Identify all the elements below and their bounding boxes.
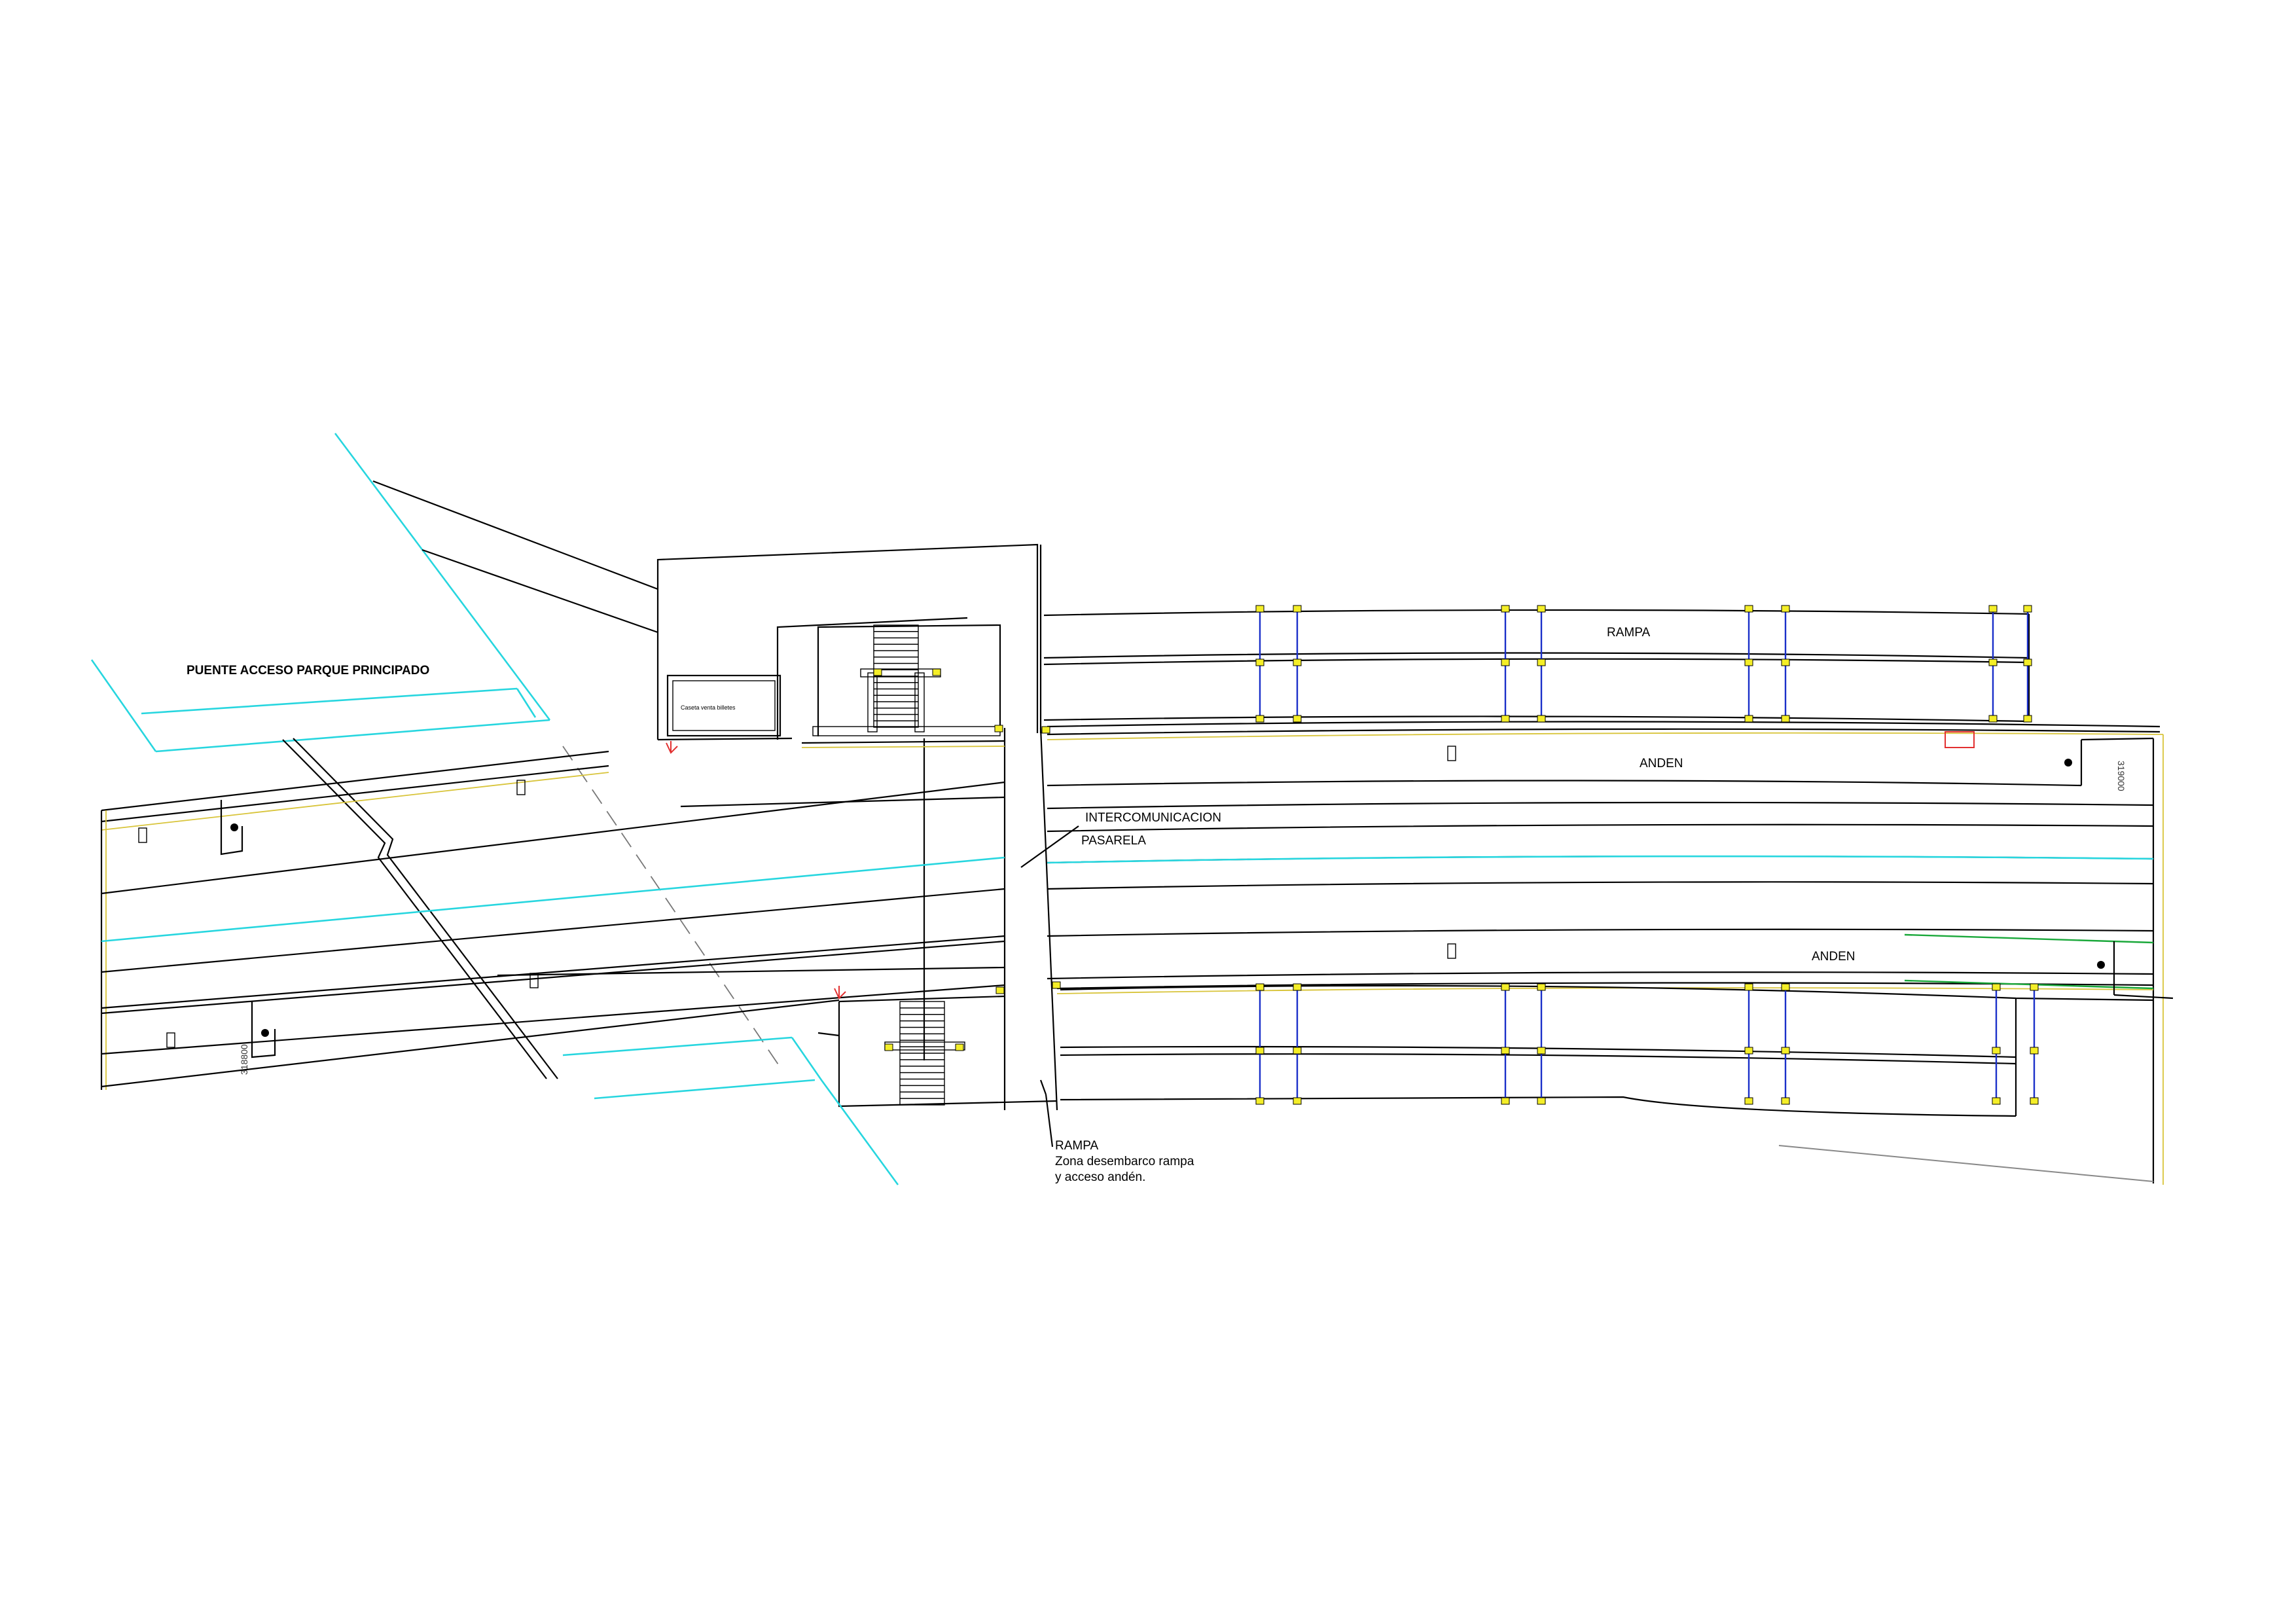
post-marker <box>1744 1047 1753 1055</box>
post-marker <box>1501 1097 1510 1105</box>
post-marker <box>1501 1047 1510 1055</box>
post-marker <box>1988 659 1998 666</box>
post-marker <box>1988 605 1998 613</box>
chainage-left: 318800 <box>239 1044 249 1075</box>
marker-dot-2 <box>261 1029 269 1037</box>
post-marker <box>1781 605 1790 613</box>
leader-ramp-2 <box>1045 1094 1054 1147</box>
post-marker <box>1992 1097 2001 1105</box>
post-marker <box>1537 605 1546 613</box>
ramp-top <box>1043 605 2032 723</box>
leader-ramp <box>1039 1079 1047 1095</box>
post-marker <box>1255 659 1265 666</box>
platform-north-label: ANDEN <box>1640 757 1683 770</box>
post-marker <box>2030 1097 2039 1105</box>
stair-bottom <box>899 1001 945 1106</box>
post-marker <box>1255 1097 1265 1105</box>
post-marker <box>1293 1097 1302 1105</box>
stair-top <box>873 624 919 728</box>
post-marker <box>2030 983 2039 991</box>
marker-dot-3 <box>2064 759 2072 767</box>
ramp-note-line2: y acceso andén. <box>1055 1170 1145 1184</box>
post-marker <box>1537 715 1546 723</box>
interconnection-label: INTERCOMUNICACION <box>1085 811 1221 825</box>
diagonal-road <box>282 738 783 1079</box>
post-marker <box>2023 605 2032 613</box>
access-arrow-top <box>666 741 678 754</box>
station-building <box>656 543 1039 741</box>
post-marker <box>1293 983 1302 991</box>
post-marker <box>1255 715 1265 723</box>
post-marker <box>1293 605 1302 613</box>
red-marker-box <box>1945 731 1975 748</box>
ramp-note-line1: Zona desembarco rampa <box>1055 1155 1194 1168</box>
signal-west-4 <box>166 1032 175 1048</box>
chainage-right: 319000 <box>2116 761 2126 791</box>
post-marker <box>1744 983 1753 991</box>
signal-east-2 <box>1447 943 1456 959</box>
ticket-booth-label: Caseta venta billetes <box>681 704 736 711</box>
ramp-top-label: RAMPA <box>1607 626 1650 640</box>
post-marker <box>1501 983 1510 991</box>
post-marker <box>1255 983 1265 991</box>
post-marker <box>1537 659 1546 666</box>
post-marker <box>1781 1097 1790 1105</box>
post-marker <box>1501 715 1510 723</box>
post-marker <box>1501 605 1510 613</box>
post-marker <box>1744 715 1753 723</box>
post-marker <box>1781 659 1790 666</box>
tracks-west <box>100 740 1005 1185</box>
tracks-east <box>1047 721 2174 1185</box>
signal-west-3 <box>529 973 539 988</box>
post-marker <box>1537 983 1546 991</box>
post-marker <box>1781 983 1790 991</box>
footbridge-label: PASARELA <box>1081 834 1146 848</box>
post-marker <box>1537 1047 1546 1055</box>
bridge-label: PUENTE ACCESO PARQUE PRINCIPADO <box>187 664 429 677</box>
post-marker <box>1744 605 1753 613</box>
post-marker <box>1992 983 2001 991</box>
platform-south-label: ANDEN <box>1812 950 1856 964</box>
signal-east-1 <box>1447 746 1456 761</box>
post-marker <box>1537 1097 1546 1105</box>
marker-dot-4 <box>2097 961 2105 969</box>
post-marker <box>2023 715 2032 723</box>
post-marker <box>1781 1047 1790 1055</box>
post-marker <box>1293 1047 1302 1055</box>
ramp-bottom-label: RAMPA <box>1055 1139 1098 1153</box>
post-marker <box>1293 715 1302 723</box>
post-marker <box>1501 659 1510 666</box>
post-marker <box>2030 1047 2039 1055</box>
post-marker <box>2023 659 2032 666</box>
leader-interconnection <box>1020 825 1079 868</box>
post-marker <box>1781 715 1790 723</box>
post-marker <box>1255 1047 1265 1055</box>
access-bridge <box>90 433 658 753</box>
marker-dot-1 <box>230 823 238 831</box>
access-arrow-bottom <box>834 986 846 1000</box>
post-marker <box>1988 715 1998 723</box>
post-marker <box>1744 1097 1753 1105</box>
signal-west-1 <box>138 827 147 843</box>
station-building-bottom <box>817 995 1058 1108</box>
corner-markers <box>873 668 1061 1051</box>
post-marker <box>1293 659 1302 666</box>
ramp-bottom <box>1060 983 2154 1117</box>
post-marker <box>1992 1047 2001 1055</box>
post-marker <box>1255 605 1265 613</box>
signal-west-2 <box>516 780 526 795</box>
post-marker <box>1744 659 1753 666</box>
